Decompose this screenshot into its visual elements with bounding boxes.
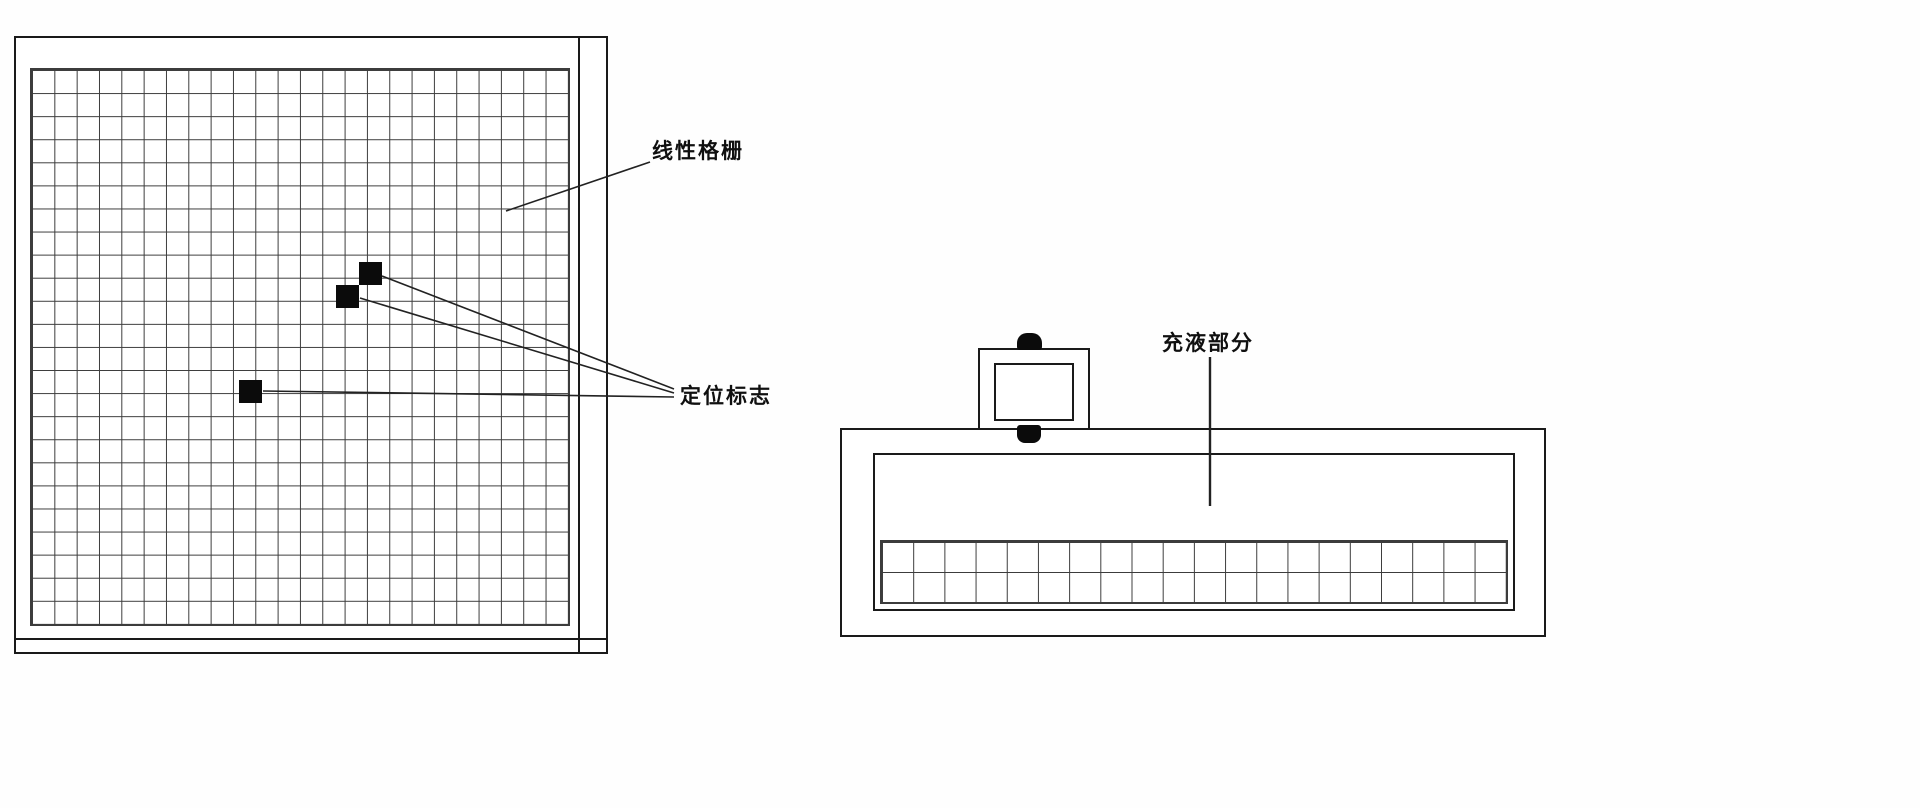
positioning-mark-2: [336, 285, 359, 308]
device-cavity: [873, 453, 1515, 611]
label-positioning-marks: 定位标志: [680, 384, 772, 408]
device-cell-strip: [880, 540, 1508, 604]
label-linear-grating: 线性格栅: [652, 139, 744, 163]
label-liquid-fill: 充液部分: [1162, 331, 1254, 355]
linear-grating-grid: [30, 68, 570, 626]
filler-box: [978, 348, 1090, 430]
filler-junction: [1017, 425, 1041, 443]
grating-frame: [14, 36, 608, 654]
positioning-mark-3: [239, 380, 262, 403]
filler-knob: [1017, 333, 1042, 350]
filler-box-inner: [994, 363, 1074, 421]
positioning-mark-1: [359, 262, 382, 285]
frame-right-edge-line: [578, 38, 580, 652]
device-body: [840, 428, 1546, 637]
frame-bottom-edge-line: [16, 638, 606, 640]
